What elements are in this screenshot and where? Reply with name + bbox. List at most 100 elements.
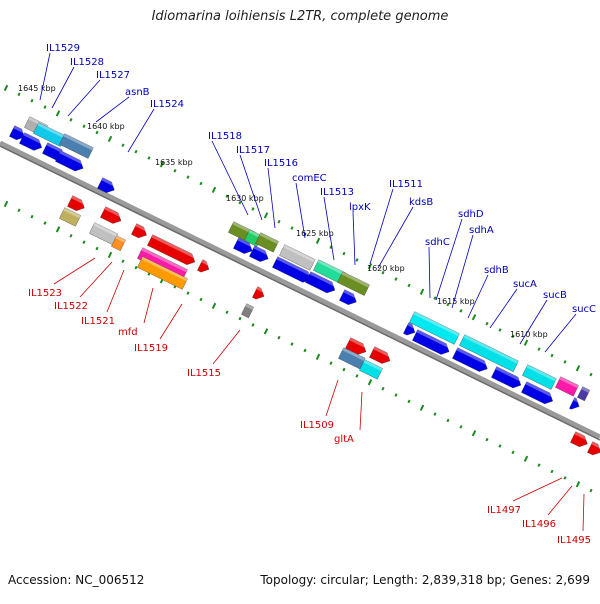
reverse-gene-highlight [363, 359, 383, 372]
tick-mark-forward [550, 353, 554, 358]
tick-mark-reverse [315, 353, 321, 360]
leader-line-forward [467, 274, 489, 319]
leader-line-forward [489, 288, 518, 329]
tick-mark-reverse [381, 386, 385, 391]
tick-mark-reverse [186, 291, 190, 295]
forward-gene-highlight [101, 177, 118, 188]
gene-label-reverse: mfd [118, 327, 138, 338]
tick-mark-reverse [563, 476, 567, 480]
reverse-gene-highlight [245, 303, 254, 310]
reverse-gene [131, 223, 150, 239]
gene-label-forward: sdhA [469, 225, 494, 236]
gene-label-forward: sucC [572, 304, 596, 315]
reverse-gene-highlight [201, 259, 212, 267]
gene-label-forward: asnB [125, 87, 150, 98]
tick-mark-reverse [82, 240, 86, 244]
forward-gene-shape [9, 125, 25, 141]
tick-marks [3, 84, 593, 493]
leader-line-reverse [159, 303, 183, 340]
gene-label-forward: sucA [513, 279, 537, 290]
tick-mark-forward [511, 334, 515, 339]
reverse-gene-highlight [574, 431, 591, 442]
tick-mark-forward [394, 277, 398, 281]
tick-mark-forward [186, 175, 190, 179]
gene-label-forward: IL1511 [389, 179, 423, 190]
tick-mark-reverse [251, 323, 255, 327]
reverse-gene-shape [241, 303, 255, 319]
leader-line-forward [428, 246, 431, 299]
forward-gene [521, 381, 556, 404]
forward-gene [279, 244, 316, 271]
gene-label-forward: comEC [292, 173, 327, 184]
forward-gene-highlight [581, 386, 590, 393]
tick-mark-reverse [575, 481, 581, 488]
reverse-gene [137, 247, 188, 281]
forward-gene-highlight [253, 245, 271, 257]
gene-label-forward: IL1518 [208, 131, 242, 142]
leader-line-forward [435, 218, 463, 301]
tick-mark-reverse [537, 463, 541, 467]
tick-mark-forward [342, 251, 346, 256]
gene-label-reverse: IL1521 [81, 316, 115, 327]
leader-line-forward [239, 154, 263, 221]
forward-gene-shape [452, 347, 488, 372]
leader-line-reverse [106, 269, 125, 313]
reverse-gene-highlight [93, 222, 118, 237]
forward-gene [569, 397, 582, 410]
tick-mark-forward [290, 226, 294, 230]
label-leaders [39, 52, 585, 532]
leader-line-reverse [79, 261, 113, 298]
reverse-gene-highlight [63, 207, 81, 219]
forward-gene-highlight [413, 311, 460, 337]
reverse-gene-shape [587, 441, 600, 456]
leader-line-reverse [512, 477, 563, 502]
leader-line-forward [451, 234, 474, 309]
tick-mark-forward [69, 118, 73, 122]
tick-mark-forward [446, 302, 450, 307]
reverse-gene-highlight [104, 206, 124, 219]
ruler-label: 1645 kbp [18, 84, 56, 93]
leader-line-forward [323, 196, 335, 261]
forward-gene-shape [255, 232, 279, 253]
forward-gene-highlight [463, 334, 519, 364]
accession-text: Accession: NC_006512 [8, 573, 145, 587]
tick-mark-reverse [43, 221, 47, 225]
tick-mark-reverse [277, 335, 281, 340]
forward-gene-highlight [495, 366, 524, 383]
reverse-gene [100, 206, 124, 224]
gene-label-forward: IL1513 [320, 187, 354, 198]
reverse-gene [111, 235, 126, 251]
tick-mark-reverse [550, 469, 554, 474]
tick-mark-forward [498, 328, 502, 332]
forward-gene [491, 366, 524, 389]
forward-gene-shape [403, 322, 416, 336]
reverse-gene-highlight [151, 234, 198, 260]
tick-mark-forward [3, 84, 9, 92]
tick-mark-reverse [523, 455, 529, 462]
gene-label-forward: IL1529 [46, 43, 80, 54]
leader-line-forward [95, 96, 130, 123]
tick-mark-forward [537, 347, 541, 351]
tick-mark-forward [30, 98, 34, 103]
gene-label-reverse: IL1523 [28, 288, 62, 299]
reverse-gene-highlight [256, 286, 267, 294]
leader-line-forward [544, 313, 577, 353]
forward-gene-highlight [559, 376, 579, 389]
tick-mark-forward [251, 207, 255, 211]
reverse-gene-highlight [373, 346, 393, 359]
gene-label-reverse: IL1495 [557, 535, 591, 546]
ruler-label: 1610 kbp [510, 330, 548, 339]
leader-line-forward [127, 108, 155, 153]
forward-gene-highlight [416, 329, 452, 350]
tick-mark-reverse [290, 342, 294, 346]
tick-mark-reverse [3, 200, 9, 208]
tick-mark-forward [433, 296, 437, 300]
leader-line-reverse [53, 257, 96, 285]
forward-gene-shape [412, 329, 450, 355]
gene-label-forward: IL1517 [236, 145, 270, 156]
leader-line-forward [267, 167, 276, 229]
forward-gene [19, 132, 45, 151]
forward-gene-highlight [276, 256, 314, 277]
forward-gene-highlight [259, 232, 279, 245]
tick-mark-reverse [407, 399, 411, 404]
